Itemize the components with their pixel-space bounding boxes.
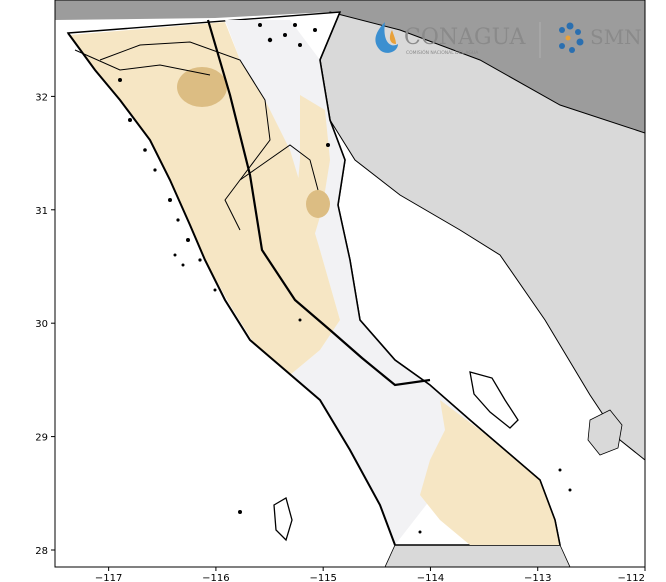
cedros-island [273,497,293,542]
y-axis: 28 29 30 31 32 [35,92,55,557]
us-land-region [55,0,645,133]
x-tick-label: −114 [417,573,444,582]
smn-logo: SMN [559,22,642,53]
x-tick-label: −112 [618,573,645,582]
water-drop-icon [375,22,398,53]
municipal-border [239,144,319,191]
dark-class-area-north [177,67,227,107]
medium-class-area-north [70,22,340,375]
dark-class-area-east [306,190,330,218]
conagua-logo-text: CONAGUA [404,25,526,50]
y-tick-label: 31 [35,206,48,217]
conagua-logo-subtext: COMISIÓN NACIONAL DEL AGUA [406,49,479,56]
x-tick-label: −115 [309,573,336,582]
y-tick-label: 29 [35,433,48,444]
gulf-coastline [319,11,561,546]
conagua-logo: CONAGUA COMISIÓN NACIONAL DEL AGUA [375,22,541,58]
x-tick-label: −113 [524,573,551,582]
south-neighbor-land [384,544,571,567]
angel-de-la-guarda-island [469,371,519,429]
coast-detail-marks [118,23,572,534]
smn-logo-text: SMN [590,25,642,49]
smn-swirl-icon [559,22,584,53]
y-tick-label: 32 [35,92,48,103]
plot-area [55,0,645,567]
x-tick-label: −116 [202,573,229,582]
municipal-border [99,41,271,231]
x-axis: −117 −116 −115 −114 −113 −112 [95,567,646,582]
y-tick-label: 30 [35,319,48,330]
medium-class-area-south [420,400,560,545]
y-tick-label: 28 [35,546,48,557]
pacific-coastline [67,32,396,546]
water-drop-accent-icon [389,30,396,44]
municipal-border [74,49,211,76]
plot-frame [54,0,646,568]
x-tick-label: −117 [95,573,122,582]
state-border [206,19,431,387]
tiburon-island [587,409,623,456]
